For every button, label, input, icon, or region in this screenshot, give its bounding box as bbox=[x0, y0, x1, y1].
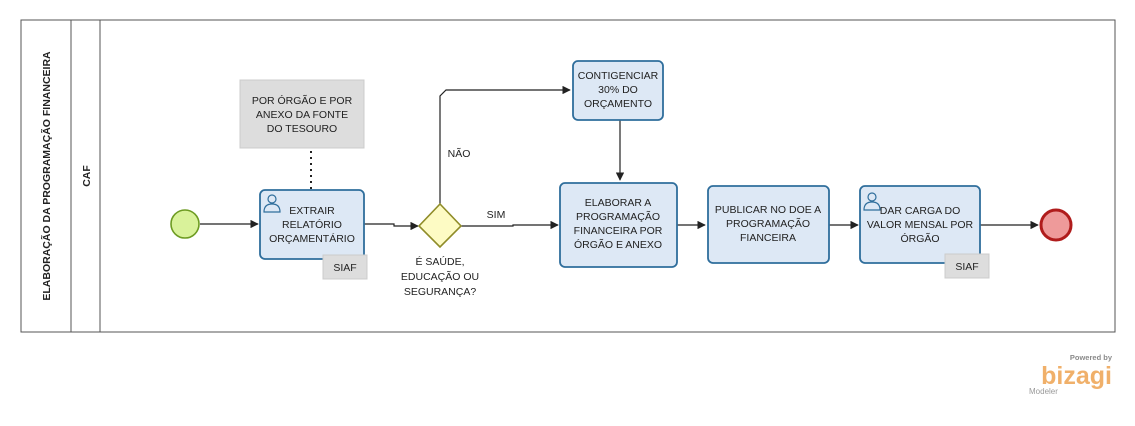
user-icon bbox=[263, 194, 281, 213]
task-contingenciar[interactable]: CONTIGENCIAR 30% DO ORÇAMENTO bbox=[572, 60, 664, 121]
task-elaborar-programacao[interactable]: ELABORAR A PROGRAMAÇÃO FINANCEIRA POR ÓR… bbox=[559, 182, 678, 268]
pool-title: ELABORAÇÃO DA PROGRAMAÇÃO FINANCEIRA bbox=[40, 51, 53, 301]
task-label: ORÇAMENTÁRIO bbox=[269, 232, 355, 245]
gateway-question: EDUCAÇÃO OU bbox=[401, 270, 479, 283]
annotation: POR ÓRGÃO E POR ANEXO DA FONTE DO TESOUR… bbox=[239, 79, 365, 149]
system-tag-label: SIAF bbox=[333, 262, 356, 274]
gateway-question: É SAÚDE, bbox=[415, 255, 464, 268]
task-label: CONTIGENCIAR bbox=[578, 70, 659, 82]
gateway-saude-educacao-seguranca[interactable]: É SAÚDE, EDUCAÇÃO OU SEGURANÇA? SIM NÃO bbox=[401, 147, 505, 298]
task-label: ORÇAMENTO bbox=[584, 98, 652, 110]
task-box[interactable] bbox=[707, 185, 830, 264]
pool: ELABORAÇÃO DA PROGRAMAÇÃO FINANCEIRA CAF bbox=[20, 19, 1116, 333]
task-publicar-doe[interactable]: PUBLICAR NO DOE A PROGRAMAÇÃO FIANCEIRA bbox=[707, 185, 830, 264]
task-label: ÓRGÃO E ANEXO bbox=[574, 238, 662, 251]
task-label: DAR CARGA DO bbox=[880, 205, 961, 217]
pool-frame bbox=[20, 19, 1116, 333]
gateway-diamond[interactable] bbox=[417, 202, 463, 249]
annotation-box bbox=[239, 79, 365, 149]
flow-nao[interactable] bbox=[439, 85, 571, 204]
gateway-question: SEGURANÇA? bbox=[404, 286, 477, 298]
annotation-line: DO TESOURO bbox=[267, 123, 337, 135]
task-label: ÓRGÃO bbox=[900, 232, 939, 245]
brand-product: Modeler bbox=[1029, 387, 1058, 396]
task-label: FINANCEIRA POR bbox=[574, 225, 663, 237]
flow-label-nao: NÃO bbox=[448, 147, 471, 160]
system-tag bbox=[944, 253, 990, 279]
end-event[interactable] bbox=[1039, 208, 1073, 242]
system-tag-label: SIAF bbox=[955, 261, 978, 273]
task-label: PUBLICAR NO DOE A bbox=[715, 204, 821, 216]
task-dar-carga[interactable]: DAR CARGA DO VALOR MENSAL POR ÓRGÃO SIAF bbox=[859, 185, 990, 279]
task-label: ELABORAR A bbox=[585, 197, 652, 209]
task-label: PROGRAMAÇÃO bbox=[576, 210, 660, 223]
task-box[interactable] bbox=[572, 60, 664, 121]
task-label: RELATÓRIO bbox=[282, 218, 342, 231]
flow-sim[interactable] bbox=[461, 220, 559, 230]
task-label: 30% DO bbox=[598, 84, 638, 96]
lane-title: CAF bbox=[81, 165, 93, 187]
task-label: FIANCEIRA bbox=[740, 232, 796, 244]
flow-label-sim: SIM bbox=[487, 209, 506, 221]
powered-by-label: Powered by bbox=[1070, 353, 1113, 362]
task-label: PROGRAMAÇÃO bbox=[726, 217, 810, 230]
sequence-flows bbox=[200, 85, 1039, 231]
task-label: EXTRAIR bbox=[289, 205, 335, 217]
task-box[interactable] bbox=[259, 189, 365, 260]
brand-name: bizagi bbox=[1041, 362, 1112, 390]
task-box[interactable] bbox=[859, 185, 981, 264]
flow-extrair-to-gateway[interactable] bbox=[364, 221, 419, 231]
task-extrair-relatorio[interactable]: EXTRAIR RELATÓRIO ORÇAMENTÁRIO SIAF bbox=[259, 189, 368, 280]
annotation-line: ANEXO DA FONTE bbox=[256, 109, 348, 121]
start-event[interactable] bbox=[170, 209, 200, 239]
task-label: VALOR MENSAL POR bbox=[867, 219, 974, 231]
bizagi-logo: Powered by bizagi Modeler bbox=[1029, 353, 1113, 396]
user-icon bbox=[863, 192, 881, 211]
system-tag bbox=[322, 254, 368, 280]
task-box[interactable] bbox=[559, 182, 678, 268]
annotation-line: POR ÓRGÃO E POR bbox=[252, 94, 353, 107]
